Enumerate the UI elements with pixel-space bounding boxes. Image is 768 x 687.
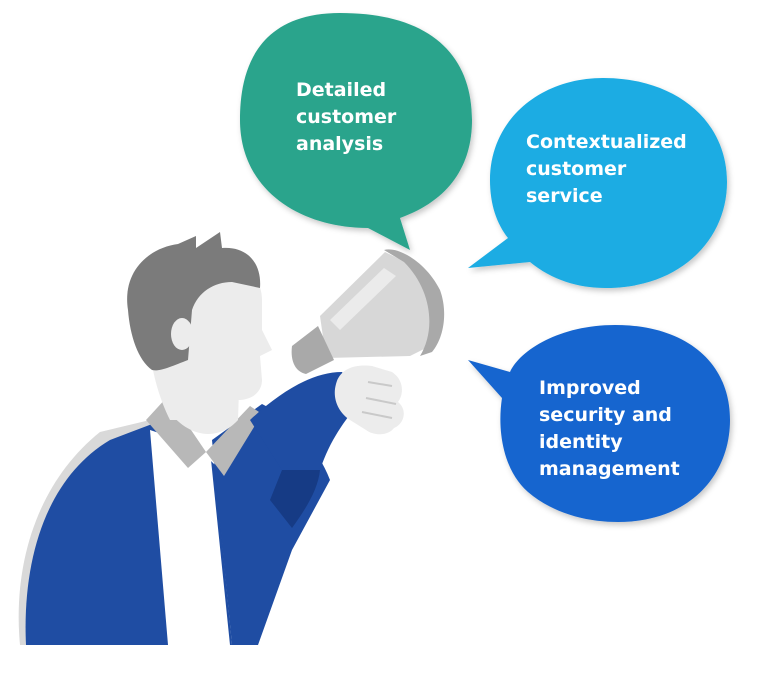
person-with-megaphone-illustration: [18, 232, 404, 645]
speech-bubble-cyan: [468, 78, 727, 288]
bubble-green-shape: [240, 13, 472, 250]
bubble-green-line-1: Detailed: [296, 79, 387, 101]
bubble-blue-shape: [468, 325, 730, 522]
hand: [334, 365, 404, 435]
speech-bubble-green: [240, 13, 472, 250]
bubble-cyan-text: Contextualized customer service: [526, 129, 687, 210]
shirt: [150, 430, 230, 645]
bubble-cyan-line-3: service: [526, 185, 603, 207]
bubble-cyan-line-1: Contextualized: [526, 131, 687, 153]
bubble-cyan-shape: [468, 78, 727, 288]
hand-fingers: [361, 381, 397, 419]
bubble-blue-line-2: security and: [539, 404, 672, 426]
megaphone-cone: [320, 252, 433, 358]
megaphone-highlight: [330, 268, 396, 330]
megaphone-icon: [291, 249, 445, 374]
hair: [127, 232, 261, 371]
bubble-green-line-2: customer: [296, 106, 397, 128]
bubble-blue-line-4: management: [539, 458, 680, 480]
bubble-green-line-3: analysis: [296, 133, 384, 155]
sleeve: [250, 372, 360, 470]
megaphone-bell: [384, 249, 445, 356]
megaphone-handle: [291, 326, 334, 374]
bubble-blue-line-1: Improved: [539, 377, 641, 399]
sleeve-shade: [270, 470, 320, 528]
speech-bubble-blue: [468, 325, 730, 522]
bubble-blue-text: Improved security and identity managemen…: [539, 375, 680, 483]
ear: [171, 318, 193, 350]
bubble-green-text: Detailed customer analysis: [296, 77, 396, 158]
bubble-cyan-line-2: customer: [526, 158, 627, 180]
bubble-blue-line-3: identity: [539, 431, 623, 453]
collar-left: [146, 396, 206, 468]
collar-right: [206, 406, 262, 476]
